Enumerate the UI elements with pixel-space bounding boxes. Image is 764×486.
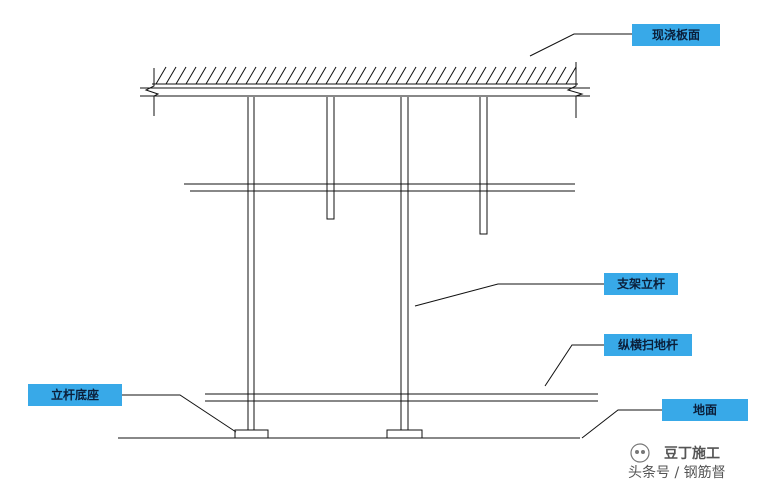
short-pole-2 xyxy=(479,97,488,235)
hatch-mark xyxy=(305,66,317,85)
leader-base xyxy=(122,394,237,433)
sweep-bar xyxy=(205,393,598,402)
hatch-mark xyxy=(505,66,517,85)
hatch-mark xyxy=(205,66,217,85)
hatch-mark xyxy=(295,66,307,85)
hatch-mark xyxy=(495,66,507,85)
label-base: 立杆底座 xyxy=(28,384,122,406)
hatch-mark xyxy=(245,66,257,85)
hatch-mark xyxy=(235,66,247,85)
hatch-mark xyxy=(275,66,287,85)
hatch-mark xyxy=(225,66,237,85)
hatch-mark xyxy=(445,66,457,85)
hatch-mark xyxy=(325,66,337,85)
leader-pole xyxy=(414,283,604,307)
hatch-mark xyxy=(155,66,167,85)
hatch-mark xyxy=(355,66,367,85)
hatch-mark xyxy=(405,66,417,85)
hatch-mark xyxy=(395,66,407,85)
hatch-mark xyxy=(215,66,227,85)
watermark-logo-icon xyxy=(630,443,650,463)
hatch-mark xyxy=(415,66,427,85)
hatch-mark xyxy=(465,66,477,85)
hatch-mark xyxy=(335,66,347,85)
hatch-mark xyxy=(535,66,547,85)
label-slab: 现浇板面 xyxy=(632,24,720,46)
leader-slab xyxy=(529,33,632,57)
watermark-line-1: 豆丁施工 xyxy=(664,446,720,462)
slab-bottom xyxy=(140,62,590,118)
hatch-mark xyxy=(365,66,377,85)
label-ground: 地面 xyxy=(662,399,748,421)
hatch-mark xyxy=(455,66,467,85)
hatch-mark xyxy=(185,66,197,85)
horizontal-bar-upper xyxy=(184,183,575,192)
pole-base-2 xyxy=(386,429,423,439)
hatch-mark xyxy=(425,66,437,85)
hatch-mark xyxy=(555,66,567,85)
hatch-mark xyxy=(165,66,177,85)
short-pole-1 xyxy=(326,97,335,220)
hatch-mark xyxy=(565,66,577,85)
hatch-mark xyxy=(255,66,267,85)
support-pole-1 xyxy=(247,97,255,430)
watermark-line-2: 头条号 / 钢筋督 xyxy=(628,465,726,481)
leader-sweep xyxy=(544,344,604,387)
slab-hatch xyxy=(152,66,578,85)
hatch-mark xyxy=(545,66,557,85)
hatch-mark xyxy=(475,66,487,85)
hatch-mark xyxy=(285,66,297,85)
hatch-mark xyxy=(515,66,527,85)
hatch-mark xyxy=(195,66,207,85)
pole-base-1 xyxy=(234,429,269,439)
hatch-mark xyxy=(435,66,447,85)
hatch-mark xyxy=(315,66,327,85)
label-sweep: 纵横扫地杆 xyxy=(604,334,692,356)
hatch-mark xyxy=(375,66,387,85)
leader-ground xyxy=(581,409,662,439)
hatch-mark xyxy=(345,66,357,85)
hatch-mark xyxy=(525,66,537,85)
hatch-mark xyxy=(385,66,397,85)
hatch-mark xyxy=(485,66,497,85)
support-pole-2 xyxy=(400,97,409,430)
label-pole: 支架立杆 xyxy=(604,273,678,295)
hatch-mark xyxy=(265,66,277,85)
hatch-mark xyxy=(175,66,187,85)
